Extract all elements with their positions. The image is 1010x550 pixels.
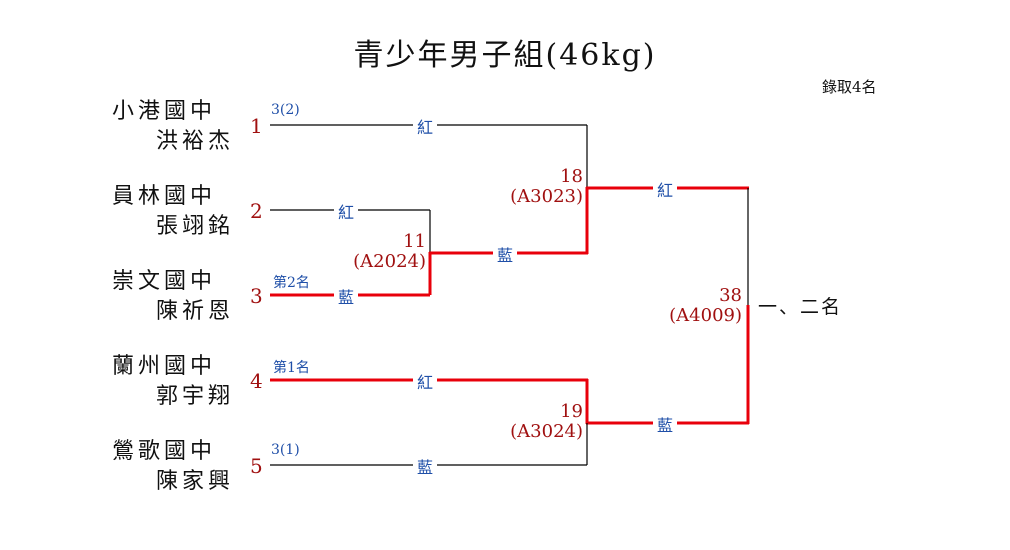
- entrant-2-name: 張翊銘: [156, 214, 235, 239]
- entrant-5-note: 3(1): [271, 442, 300, 458]
- entrant-4-name: 郭宇翔: [156, 384, 235, 409]
- entrant-5-seed: 5: [250, 454, 263, 478]
- entrant-3-name: 陳祈恩: [156, 299, 235, 324]
- match-11: 11 (A2024): [330, 232, 426, 272]
- quota-label: 錄取4名: [822, 78, 877, 96]
- entrant-1-note: 3(2): [271, 102, 300, 118]
- match-18: 18 (A3023): [487, 167, 583, 207]
- corner-blue-match-19: 藍: [653, 412, 678, 436]
- entrant-3-note: 第2名: [273, 275, 310, 291]
- entrant-5-name: 陳家興: [156, 469, 235, 494]
- match-11-number: 11: [403, 231, 426, 252]
- corner-blue-match-11: 藍: [493, 242, 518, 266]
- entrant-5-school: 鶯歌國中: [112, 439, 217, 464]
- entrant-3-school: 崇文國中: [112, 269, 217, 294]
- corner-blue-entrant-5: 藍: [413, 454, 438, 478]
- match-11-code: (A2024): [353, 251, 426, 272]
- entrant-2-school: 員林國中: [112, 184, 217, 209]
- corner-blue-entrant-3: 藍: [334, 284, 359, 308]
- entrant-2-seed: 2: [250, 199, 263, 223]
- corner-red-entrant-1: 紅: [413, 114, 438, 138]
- entrant-4-seed: 4: [250, 369, 263, 393]
- final-rank-label: 一、二名: [758, 296, 843, 318]
- entrant-1-seed: 1: [250, 114, 263, 138]
- corner-red-match-18: 紅: [653, 177, 678, 201]
- match-19-number: 19: [560, 401, 583, 422]
- match-38-number: 38: [719, 285, 742, 306]
- entrant-1-school: 小港國中: [112, 99, 217, 124]
- corner-red-entrant-2: 紅: [334, 199, 359, 223]
- match-18-number: 18: [560, 166, 583, 187]
- page-title: 青少年男子組(46kg): [353, 38, 657, 73]
- match-19-code: (A3024): [510, 421, 583, 442]
- match-38: 38 (A4009): [646, 286, 742, 326]
- entrant-1-name: 洪裕杰: [156, 129, 235, 154]
- match-18-code: (A3023): [510, 186, 583, 207]
- entrant-3-seed: 3: [250, 284, 263, 308]
- entrant-4-school: 蘭州國中: [112, 354, 217, 379]
- match-38-code: (A4009): [669, 305, 742, 326]
- entrant-4-note: 第1名: [273, 360, 310, 376]
- corner-red-entrant-4: 紅: [413, 369, 438, 393]
- match-19: 19 (A3024): [487, 402, 583, 442]
